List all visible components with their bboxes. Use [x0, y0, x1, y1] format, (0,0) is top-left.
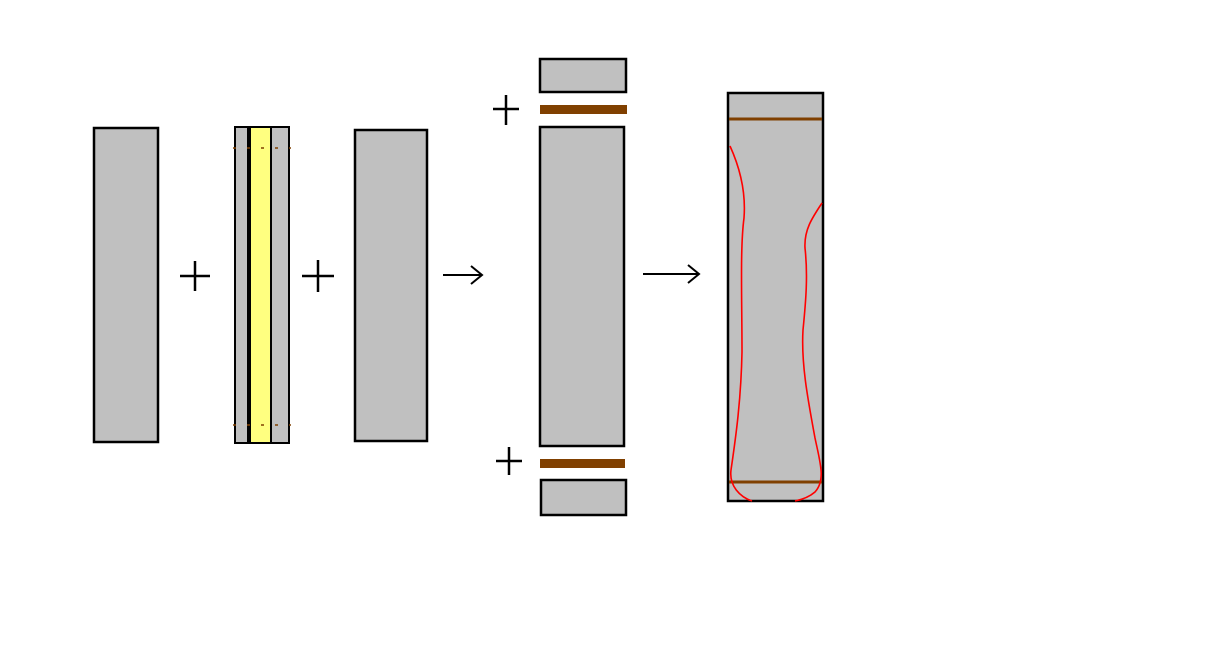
top-band	[540, 105, 627, 114]
right-block	[353, 128, 429, 443]
bottom-band	[540, 459, 625, 468]
middle-block	[538, 125, 626, 448]
plus-sign-icon	[496, 447, 522, 475]
plus-sign-icon	[302, 260, 334, 292]
left-contour	[729, 145, 753, 502]
assembled-block	[726, 91, 825, 503]
assembled-block-body	[726, 91, 825, 503]
left-block	[92, 126, 160, 444]
core-strip	[233, 126, 291, 444]
intermediate-stack	[538, 57, 628, 517]
bottom-cap-block	[539, 478, 628, 517]
top-cap-block	[538, 57, 628, 94]
right-arrow-icon	[443, 265, 484, 285]
plus-sign-icon	[180, 261, 210, 291]
right-arrow-icon	[643, 264, 701, 284]
right-contour	[794, 202, 823, 502]
core-strip-yellow	[249, 126, 272, 444]
plus-sign-icon	[493, 95, 519, 125]
